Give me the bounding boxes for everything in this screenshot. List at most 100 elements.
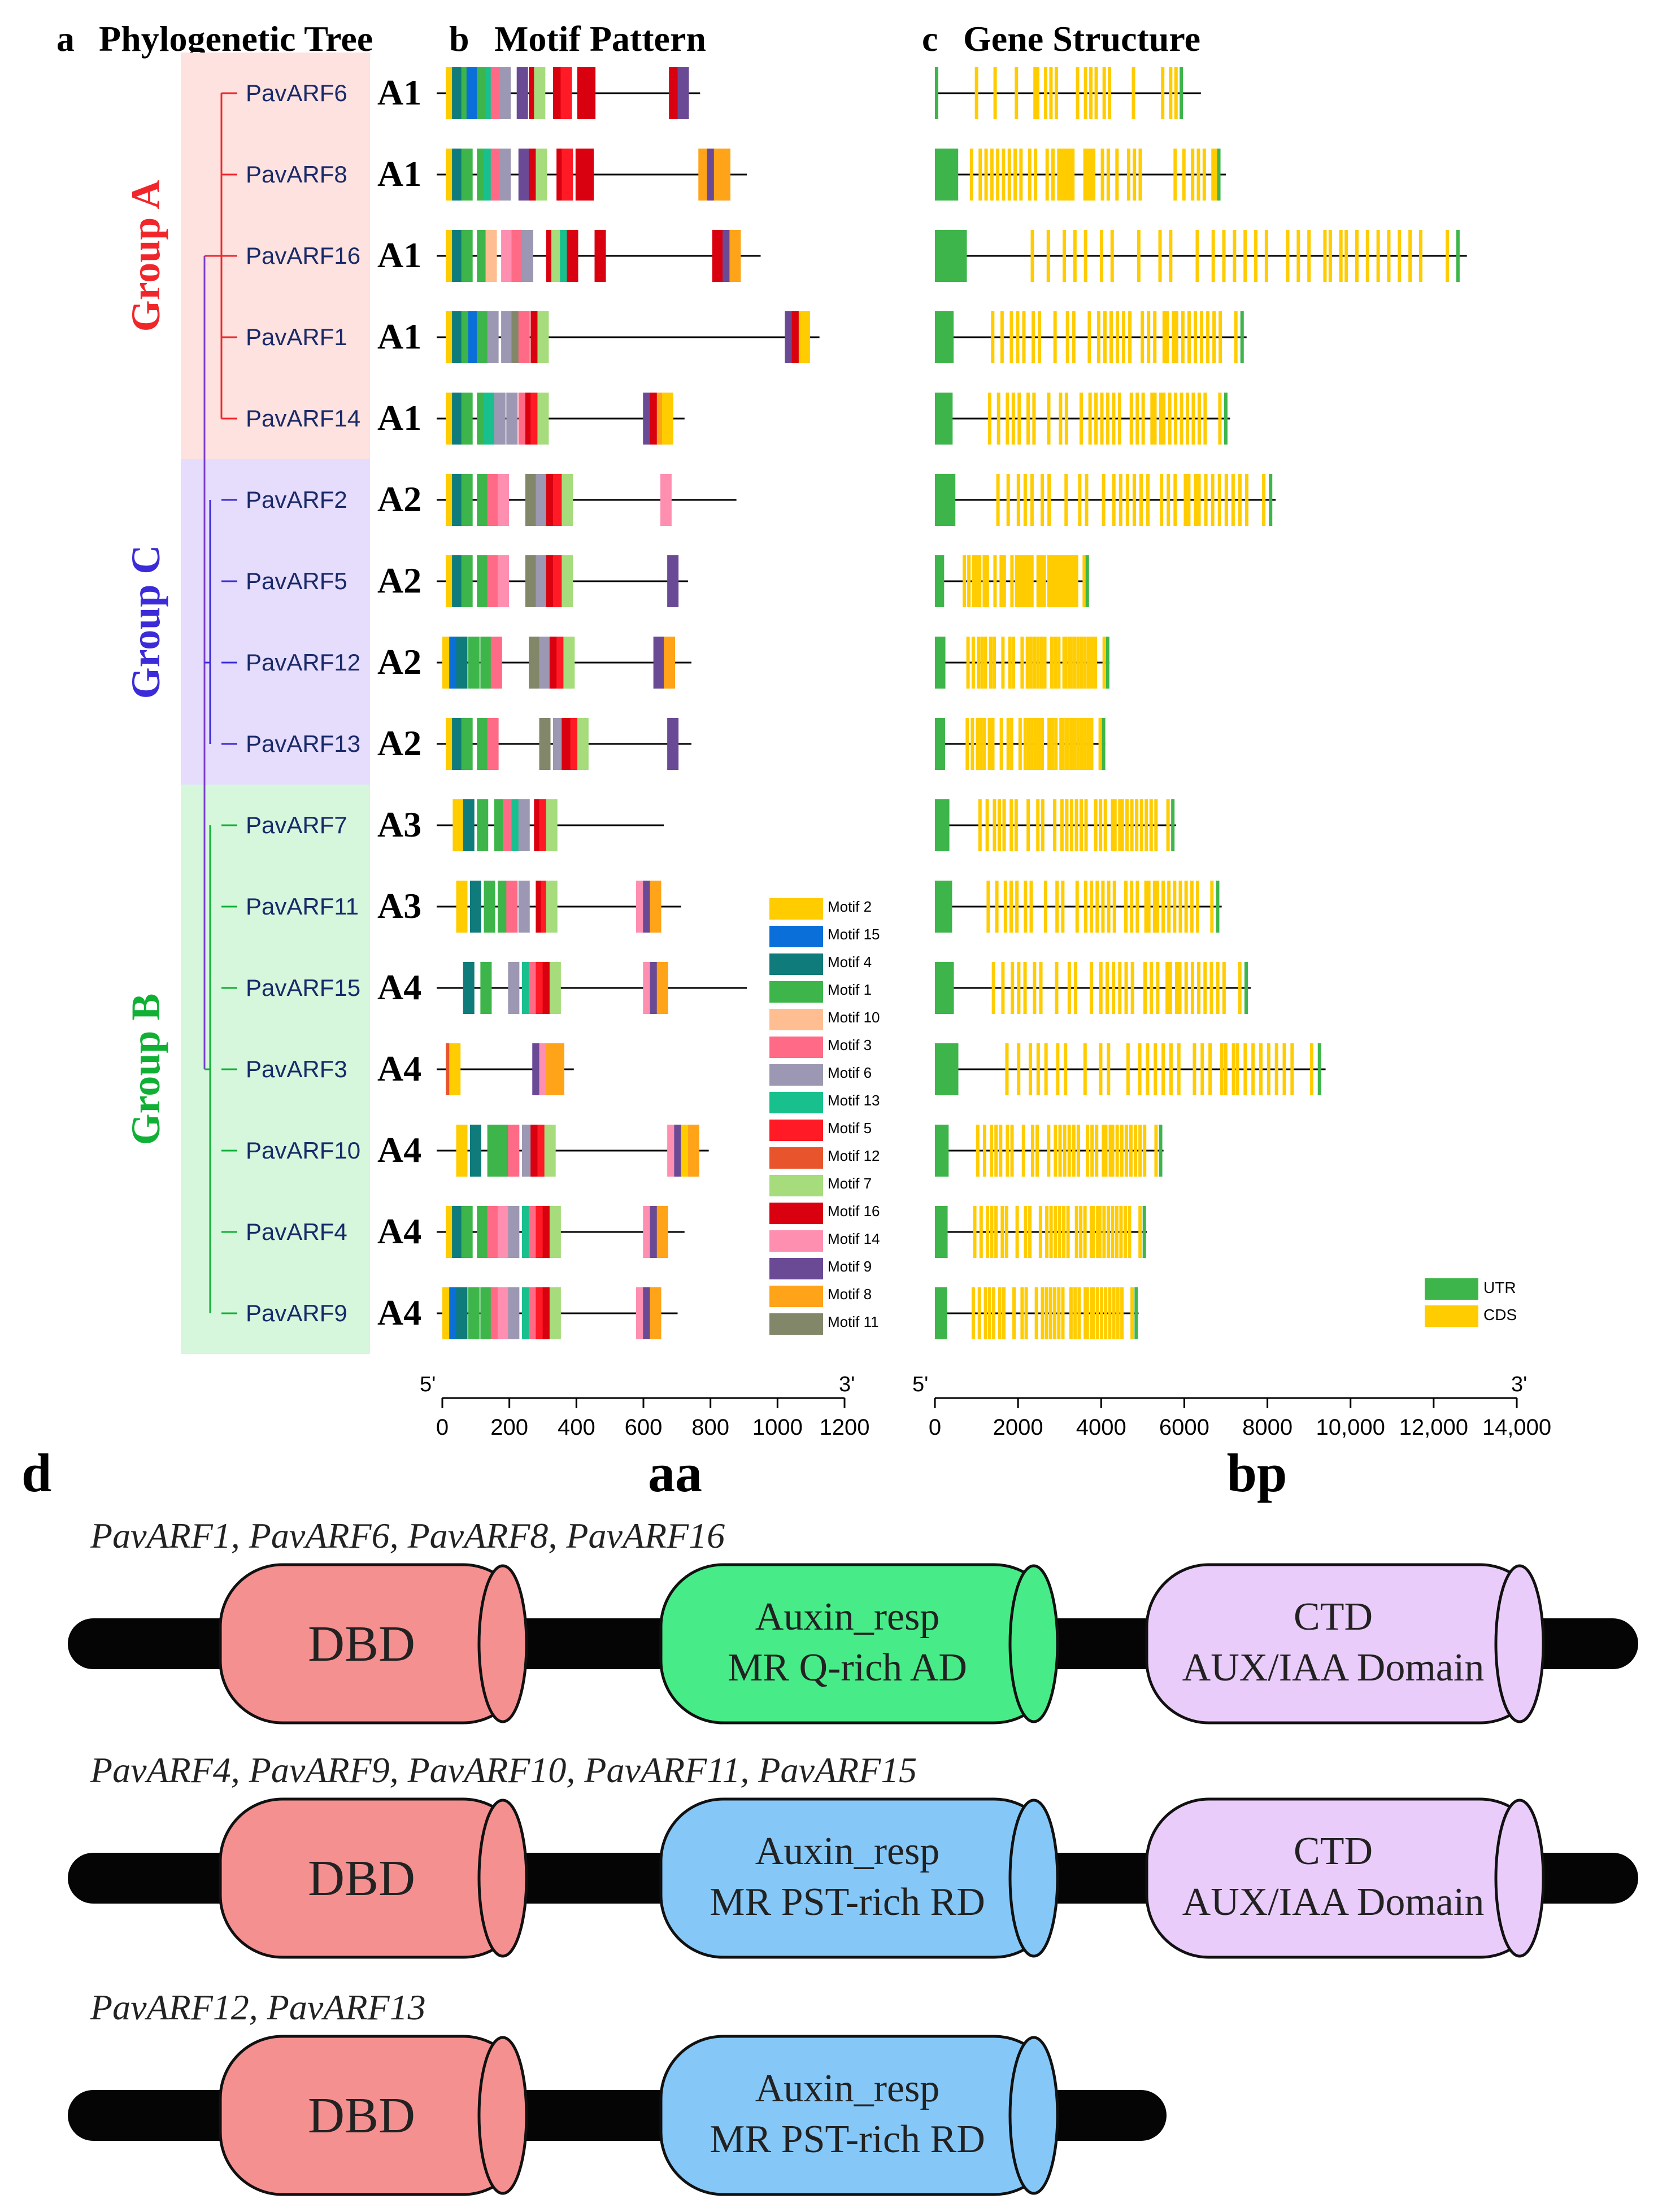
exon-box [991,718,995,770]
exon-box [1235,1043,1239,1095]
exon-box [1149,799,1153,851]
exon-box [1173,149,1177,201]
domain-box [659,1797,1058,1959]
exon-box [1066,1206,1070,1258]
motif-box [536,474,547,526]
exon-box [1091,1206,1095,1258]
motif-legend-swatch [769,1313,823,1335]
gene-class: A4 [377,967,421,1007]
exon-box [1048,555,1052,607]
domain-cap [1008,1564,1059,1723]
exon-box [935,962,954,1014]
domain-sublabel: MR Q-rich AD [728,1646,967,1690]
axis-unit: aa [648,1443,702,1503]
exon-box [1243,230,1247,282]
exon-box [1045,1206,1049,1258]
exon-box [1165,962,1169,1014]
exon-box [1026,393,1030,445]
exon-box [1054,1125,1058,1177]
exon-box [984,1287,987,1339]
exon-box [1002,1287,1006,1339]
exon-box [1099,962,1103,1014]
exon-box [1103,311,1107,363]
exon-box [1013,149,1017,201]
motif-box [677,67,689,119]
exon-box [1064,718,1068,770]
motif-box [452,474,464,526]
gene-class: A4 [377,1048,421,1088]
motif-box [463,799,475,851]
exon-box [1181,311,1185,363]
exon-box [1035,1125,1039,1177]
exon-box [1286,230,1290,282]
motif-legend-swatch [769,1175,823,1196]
exon-box [1030,230,1034,282]
exon-box [1073,637,1077,689]
exon-box [1112,1287,1116,1339]
exon-box [1024,555,1028,607]
exon-box [1010,555,1014,607]
exon-box [1211,149,1215,201]
gene-name: PavARF1 [246,324,347,350]
exon-box [996,149,1000,201]
exon-box [974,555,978,607]
exon-box [1034,149,1038,201]
gene-name: PavARF6 [246,80,347,106]
gene-class: A1 [377,154,421,194]
exon-box [987,1287,991,1339]
exon-box [1045,1287,1048,1339]
exon-box [1209,962,1213,1014]
exon-box [965,718,969,770]
motif-box [525,474,537,526]
exon-box [1091,1287,1095,1339]
exon-box [1111,799,1115,851]
exon-box [1129,393,1133,445]
exon-box [1309,1043,1313,1095]
motif-box [553,718,564,770]
exon-box [1010,1125,1014,1177]
exon-box [1027,555,1031,607]
exon-box [997,799,1001,851]
motif-box [452,67,464,119]
motif-box [549,962,561,1014]
exon-box [1048,1287,1052,1339]
exon-box [1022,311,1026,363]
exon-box [1111,1206,1115,1258]
motif-box [456,1125,468,1177]
panel-b-letter: b [449,19,469,59]
exon-box [1094,637,1098,689]
motif-box [562,474,573,526]
exon-box [1049,1206,1053,1258]
motif-box [477,1206,489,1258]
motif-box [719,149,730,201]
exon-box [1018,718,1022,770]
exon-box [1015,555,1019,607]
exon-box [1098,1206,1102,1258]
exon-box [1210,881,1214,933]
exon-box [1094,799,1098,851]
exon-box [1009,799,1013,851]
domain-cap [477,1564,528,1723]
exon-box [1125,799,1129,851]
exon-box [1135,799,1139,851]
exon-box [1015,67,1019,119]
exon-box [1028,1043,1032,1095]
exon-box [1102,474,1106,526]
motif-box [562,555,573,607]
exon-box [994,1206,998,1258]
exon-box [1011,962,1015,1014]
exon-box [1195,881,1199,933]
exon-box [978,149,982,201]
exon-box [1317,1043,1321,1095]
motif-box [508,1206,520,1258]
exon-box [1173,881,1177,933]
exon-box [1036,799,1040,851]
exon-box [1080,718,1083,770]
exon-box [1049,67,1053,119]
exon-box [1387,230,1391,282]
gene-class: A1 [377,398,421,438]
exon-box [1080,799,1083,851]
exon-box [1186,393,1190,445]
exon-box [1190,962,1194,1014]
